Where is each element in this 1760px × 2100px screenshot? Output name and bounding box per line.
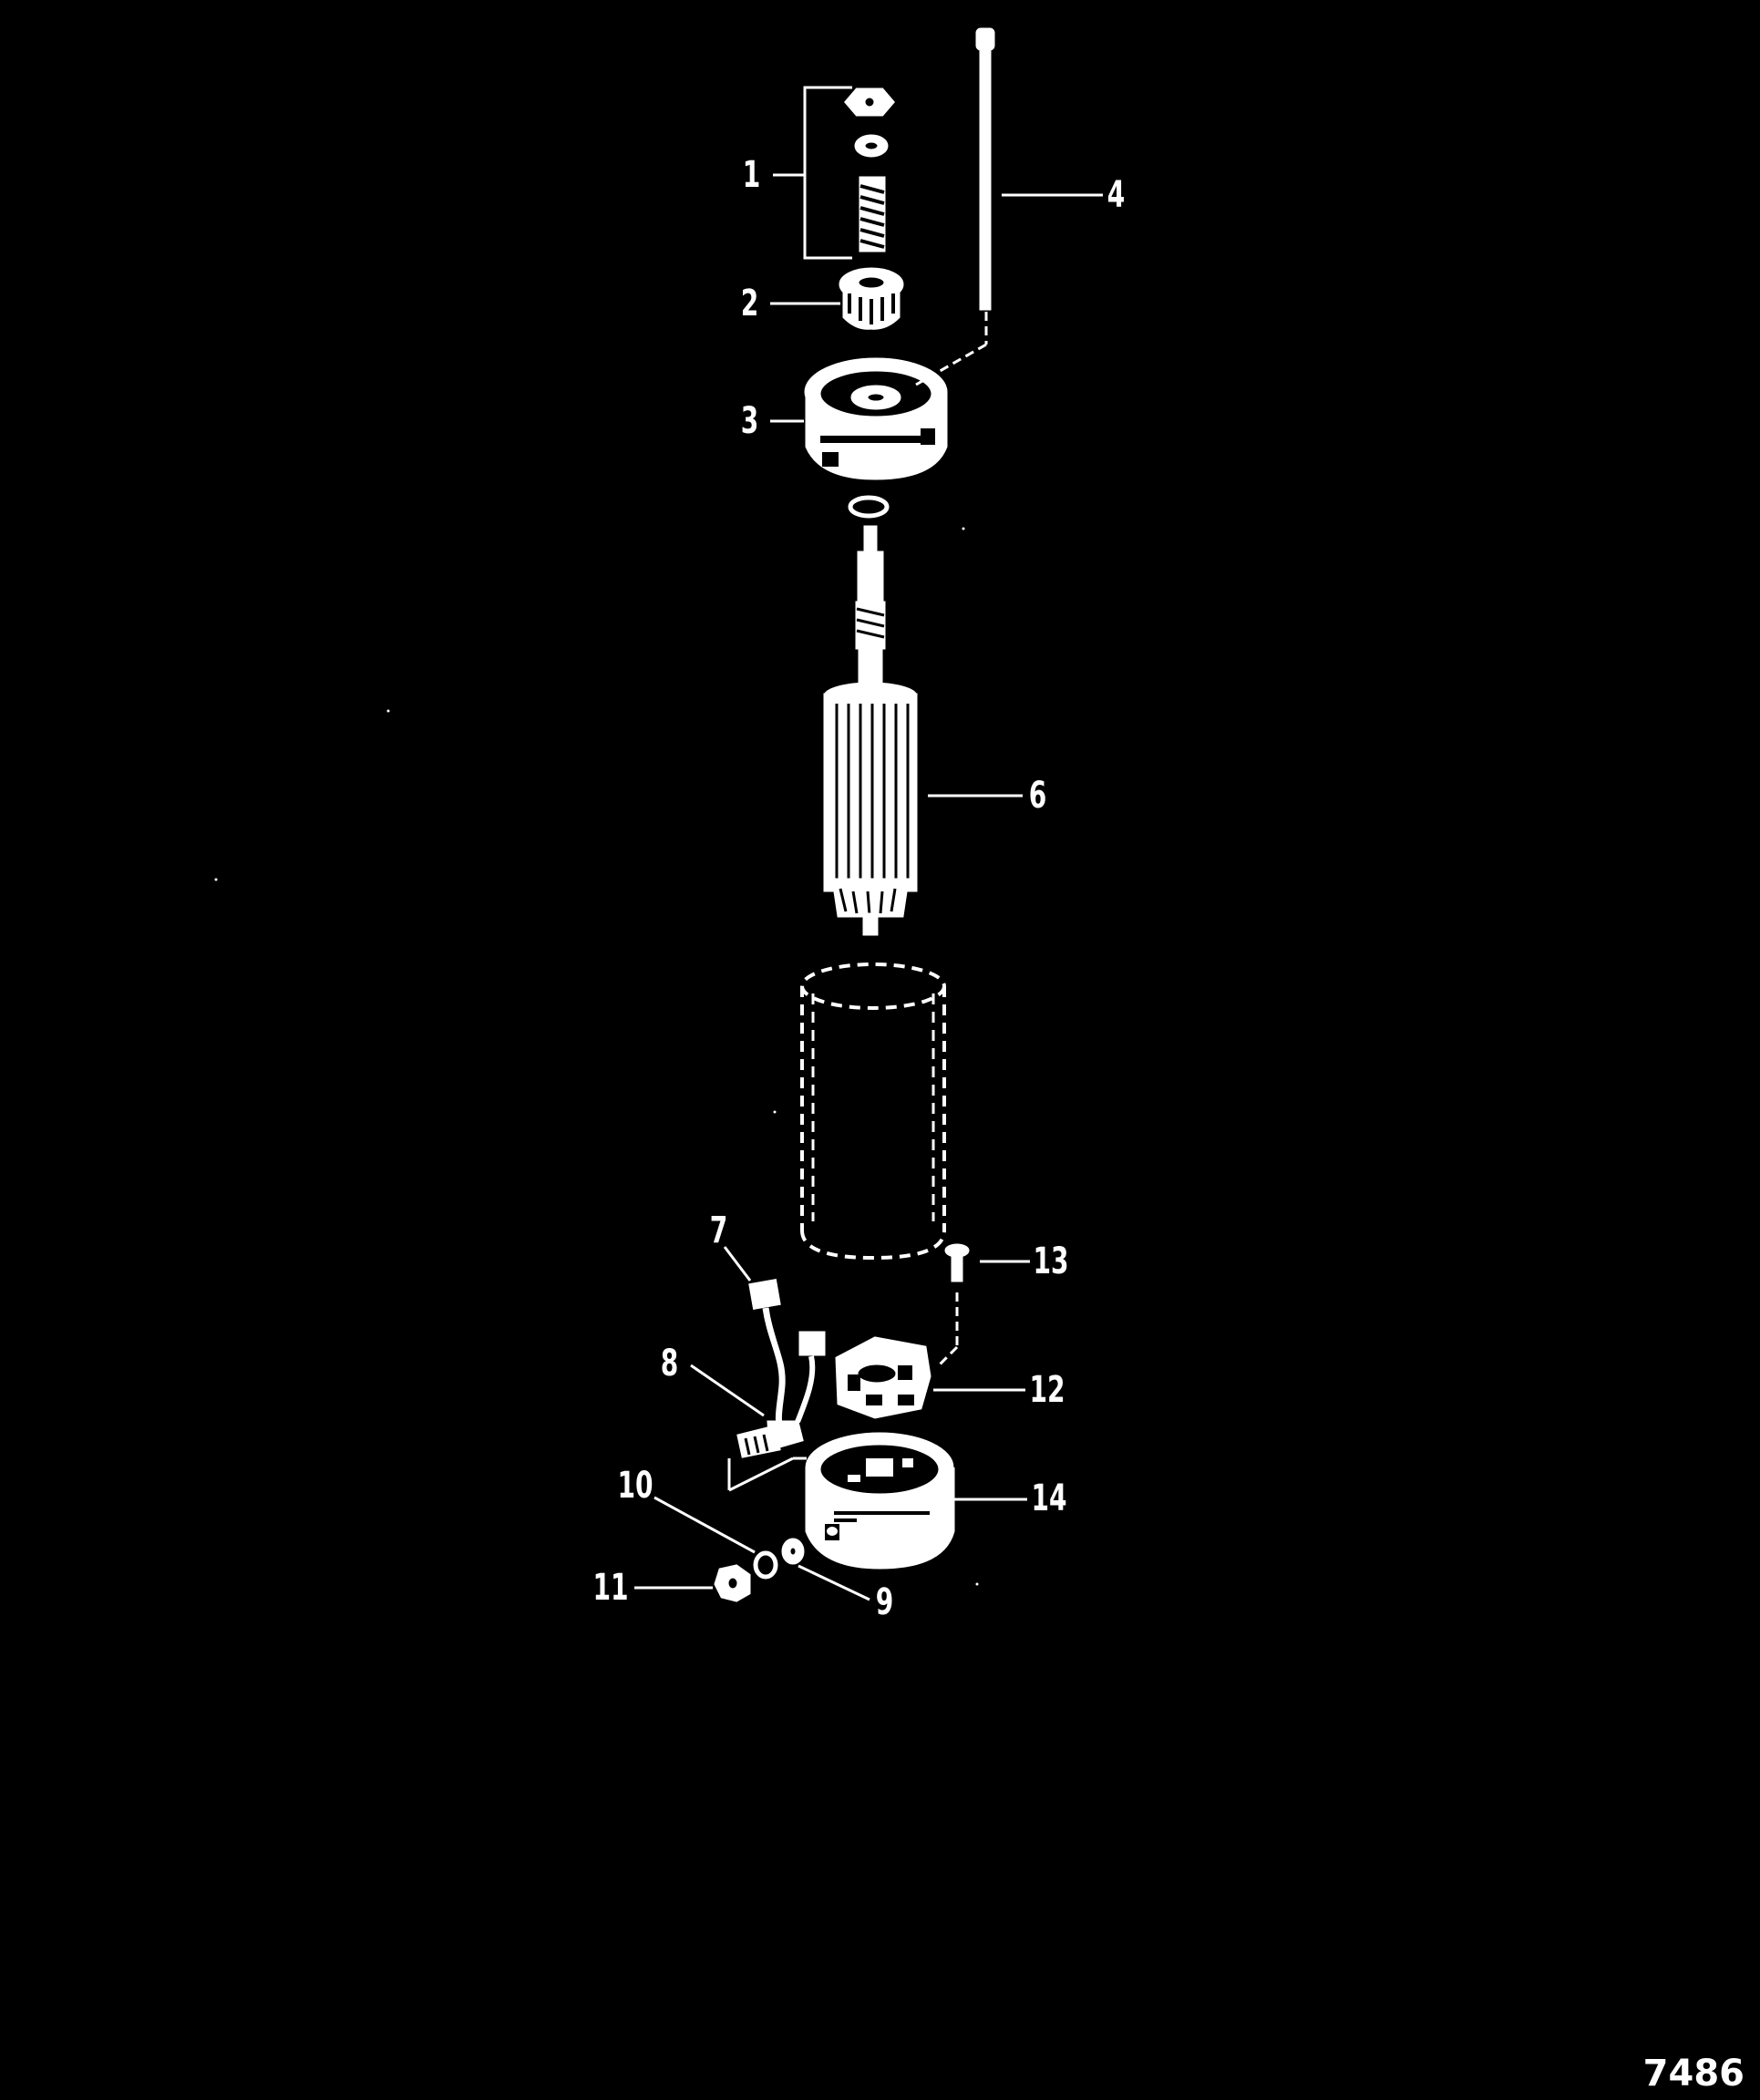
callout-6: 6 bbox=[1028, 775, 1047, 817]
callout-1: 1 bbox=[742, 154, 761, 196]
part-4-through-bolt bbox=[915, 27, 995, 386]
scan-specks bbox=[214, 527, 979, 1586]
callout-11: 11 bbox=[592, 1567, 629, 1609]
field-frame-housing bbox=[800, 962, 946, 1261]
callout-13: 13 bbox=[1033, 1240, 1069, 1282]
part-10-lock-washer bbox=[753, 1550, 778, 1580]
leader-lines bbox=[634, 173, 1103, 1601]
callout-10: 10 bbox=[617, 1465, 654, 1507]
callout-3: 3 bbox=[740, 400, 759, 442]
part-12-brush-holder bbox=[835, 1336, 931, 1419]
callout-8: 8 bbox=[660, 1343, 679, 1385]
callout-12: 12 bbox=[1029, 1369, 1065, 1411]
callout-2: 2 bbox=[740, 283, 759, 324]
callout-4: 4 bbox=[1106, 174, 1126, 216]
figure-number: 7486 bbox=[1642, 2053, 1745, 2095]
o-ring bbox=[848, 495, 890, 519]
callout-14: 14 bbox=[1031, 1477, 1067, 1519]
part-14-commutator-end-cap bbox=[805, 1432, 955, 1570]
part-13-screw bbox=[935, 1243, 970, 1369]
callout-9: 9 bbox=[875, 1581, 894, 1623]
part-1-drive-spring-assembly bbox=[803, 86, 895, 260]
part-3-drive-end-cap bbox=[804, 357, 948, 480]
part-9-washer bbox=[781, 1538, 805, 1565]
part-6-armature bbox=[823, 525, 918, 936]
part-7-8-brush-and-terminal bbox=[727, 1279, 826, 1492]
part-11-nut bbox=[714, 1564, 751, 1602]
part-2-drive-pinion bbox=[839, 267, 904, 330]
callout-7: 7 bbox=[709, 1210, 728, 1251]
